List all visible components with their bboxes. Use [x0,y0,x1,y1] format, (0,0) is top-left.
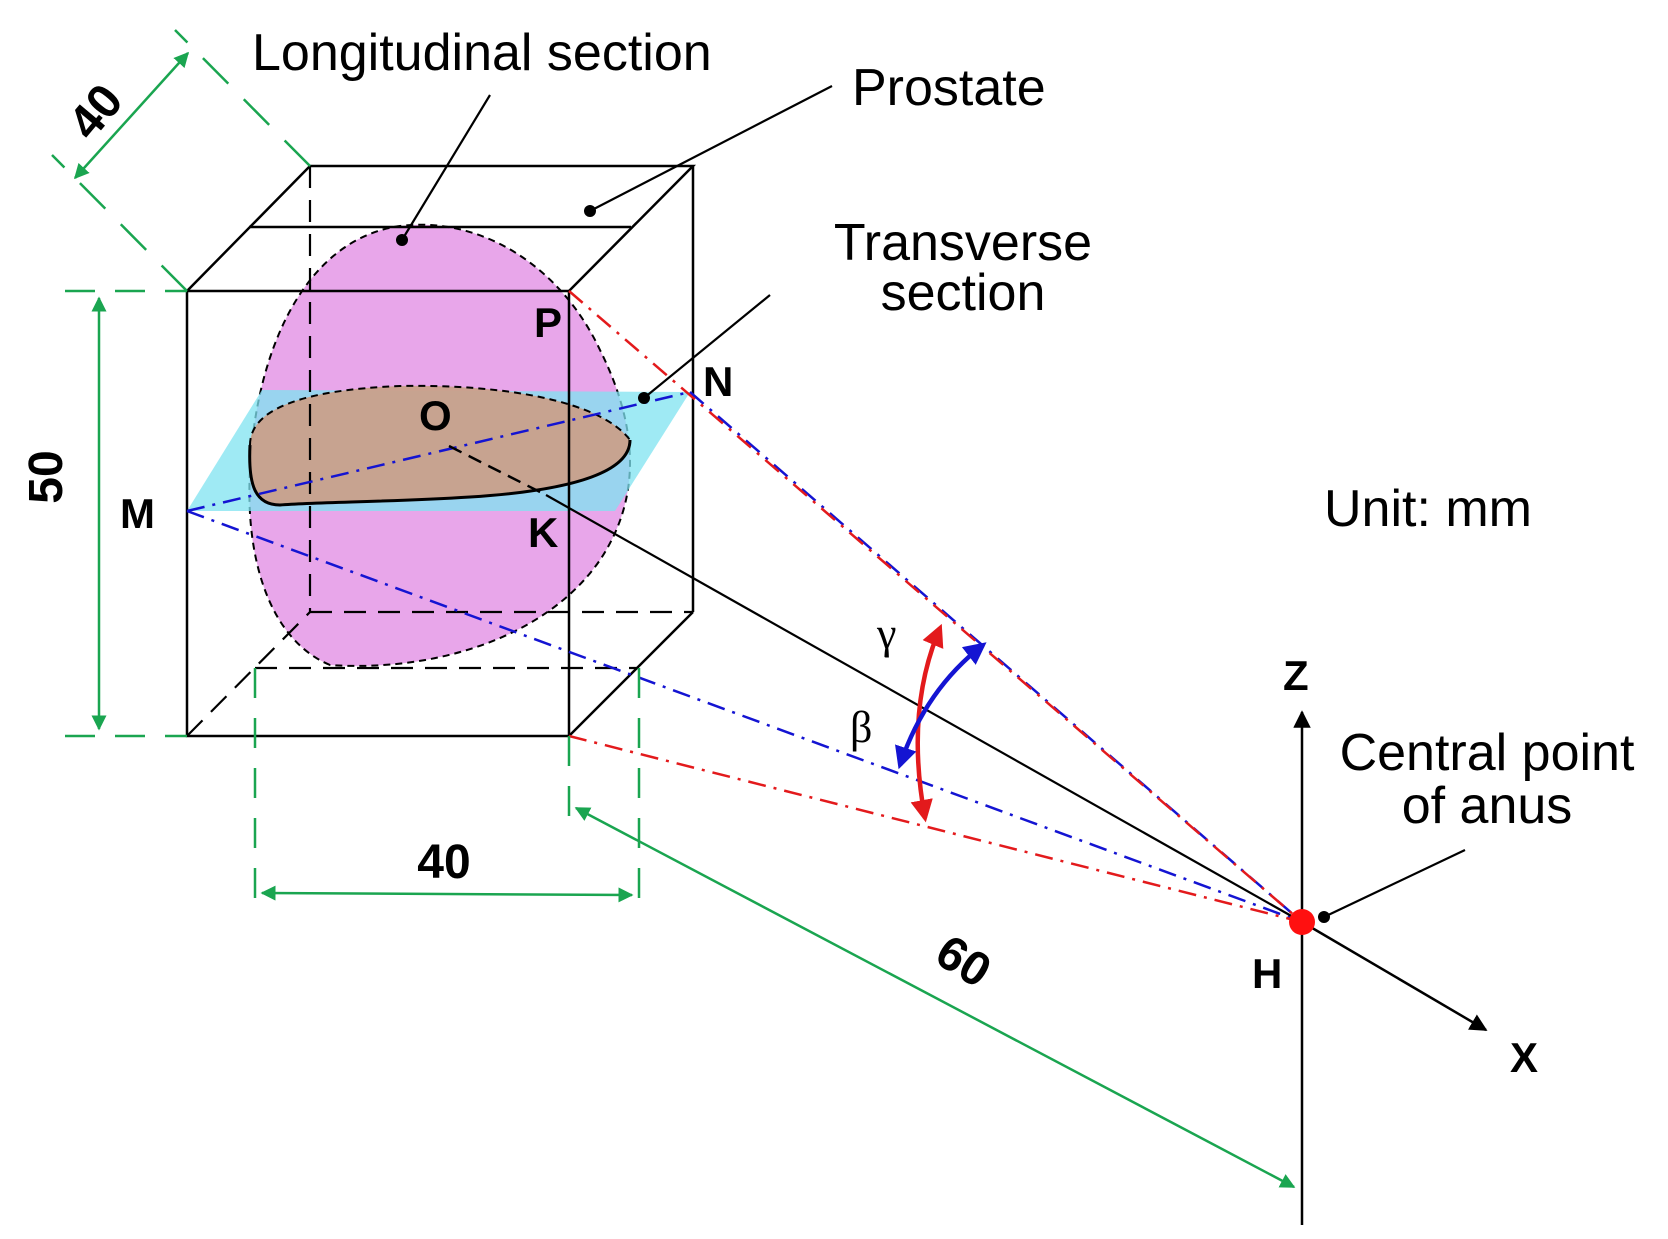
leader-lines [401,85,1466,918]
point-label-H: H [1252,950,1282,997]
width-dimension-label: 40 [417,836,470,889]
transverse-section-shape [249,385,630,505]
central-point-label-line2: of anus [1402,777,1573,835]
x-axis [1301,920,1488,1032]
x-axis-label: X [1510,1034,1538,1081]
red-projection-lines [568,290,1303,924]
beta-symbol: β [850,703,872,752]
prostate-label: Prostate [852,59,1046,117]
central-point-label-line1: Central point [1340,724,1635,782]
distance-dimension-label: 60 [927,925,1000,998]
unit-label: Unit: mm [1324,480,1532,538]
longitudinal-section-label: Longitudinal section [252,24,712,82]
o-k-line [448,444,547,497]
leader-dots [396,205,1330,923]
gamma-symbol: γ [876,609,896,658]
point-label-K: K [528,509,558,556]
height-dimension-label: 50 [20,450,73,503]
point-label-P: P [534,299,562,346]
transverse-section-label-line1: Transverse [834,214,1092,272]
gamma-arc [910,623,944,823]
depth-dimension-label: 40 [59,75,134,150]
point-label-N: N [703,358,733,405]
point-label-M: M [120,490,155,537]
point-label-O: O [419,392,452,439]
beta-arc [895,642,987,770]
transverse-section-outline-top [249,384,631,446]
transverse-section-label-line2: section [881,264,1046,322]
dimension-lines [51,29,1296,1189]
anus-point-H [1289,909,1315,935]
transverse-section-outline-bottom [248,439,632,507]
z-axis-label: Z [1283,652,1309,699]
box-hidden-edges [186,166,693,737]
